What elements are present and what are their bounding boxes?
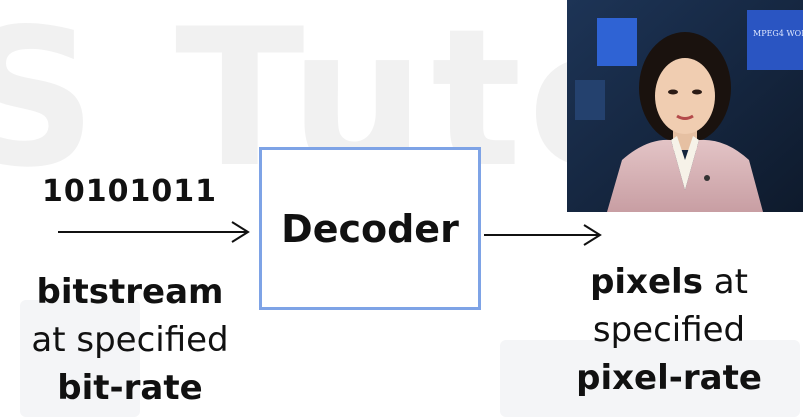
input-bit-sequence: 10101011 — [42, 174, 217, 209]
pixels-label: pixels — [590, 262, 703, 302]
bit-rate-label: bit-rate — [57, 368, 203, 408]
output-arrow — [484, 224, 602, 246]
monitor-text: MPEG4 WORLD — [753, 29, 803, 38]
specified-label: specified — [592, 310, 746, 350]
monitor-right — [747, 10, 803, 70]
news-anchor-image: MPEG4 WORLD — [567, 0, 803, 212]
output-caption: pixels at specified pixel-rate — [540, 258, 798, 402]
pixels-at-line: pixels at — [540, 258, 798, 306]
at-label: at — [702, 262, 748, 302]
decoder-label: Decoder — [281, 206, 459, 251]
watermark-block-right — [500, 340, 800, 417]
at-specified-label: at specified — [31, 320, 229, 360]
bitstream-label: bitstream — [36, 272, 224, 312]
monitor-left — [597, 18, 637, 66]
decoded-video-frame: MPEG4 WORLD — [567, 0, 803, 212]
pixel-rate-label: pixel-rate — [576, 358, 762, 398]
input-arrow — [58, 221, 250, 243]
input-caption: bitstream at specified bit-rate — [0, 268, 260, 412]
watermark-block-left — [20, 300, 140, 417]
decoder-box: Decoder — [259, 147, 481, 310]
